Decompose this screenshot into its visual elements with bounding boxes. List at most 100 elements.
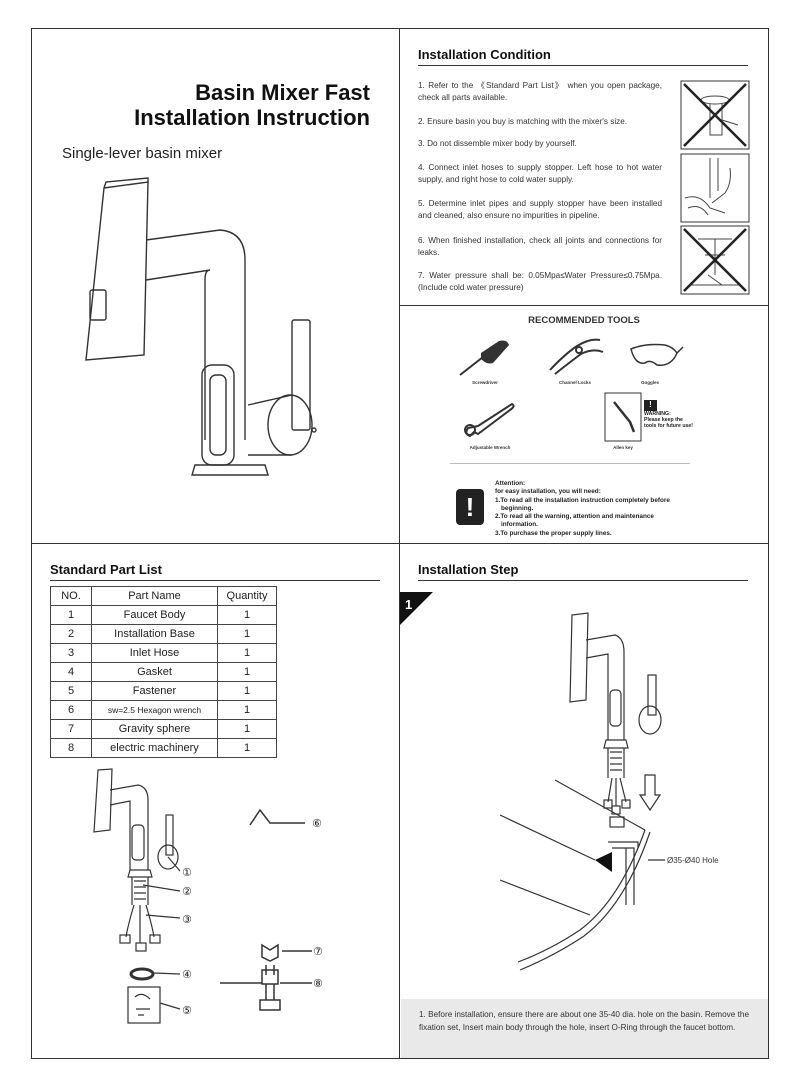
part-no: 5 — [50, 681, 92, 701]
condition-item-1: 1. Refer to the 《Standard Part List》 whe… — [418, 81, 662, 102]
step-number-badge: 1 — [400, 592, 433, 625]
part-name: Faucet Body — [91, 605, 218, 625]
part-no: 8 — [50, 738, 92, 758]
step-number: 1 — [405, 597, 412, 612]
part-quantity: 1 — [217, 643, 277, 663]
heading-underline — [418, 65, 748, 66]
warning-icon: ! — [644, 400, 657, 411]
heading-underline — [50, 580, 380, 581]
part-name: electric machinery — [91, 738, 218, 758]
hole-size-label: Ø35-Ø40 Hole — [667, 856, 719, 865]
tool-label-adjustable-wrench: Adjustable Wrench — [469, 445, 511, 450]
title-line-2: Installation Instruction — [134, 105, 370, 130]
callout-1: ① — [182, 866, 192, 879]
callout-5: ⑤ — [182, 1004, 192, 1017]
part-name: Gravity sphere — [91, 719, 218, 739]
part-no: 6 — [50, 700, 92, 720]
condition-item-3: 3. Do not dissemble mixer body by yourse… — [418, 139, 577, 148]
exploded-parts-diagram: ① ② ③ ④ ⑤ ⑥ ⑦ ⑧ — [93, 768, 323, 1024]
condition-item-7: 7. Water pressure shall be: 0.05Mpa≤Wate… — [418, 271, 662, 292]
attention-line-6: 3.To purchase the proper supply lines. — [495, 529, 612, 537]
column-header-part-name: Part Name — [91, 586, 218, 606]
attention-line-3: beginning. — [501, 504, 534, 512]
recommended-tools-heading: RECOMMENDED TOOLS — [528, 315, 640, 326]
table-header-row: NO. Part Name Quantity — [50, 586, 277, 606]
attention-title: Attention: — [495, 480, 526, 487]
tool-label-allen-key: Allen key — [613, 445, 633, 450]
tool-label-goggles: Goggles — [640, 380, 659, 385]
part-no: 3 — [50, 643, 92, 663]
callout-6: ⑥ — [312, 817, 322, 830]
divider-conditions-tools — [399, 305, 769, 306]
part-no: 2 — [50, 624, 92, 644]
column-header-no: NO. — [50, 586, 92, 606]
goggles-icon — [630, 343, 684, 366]
step-caption: 1. Before installation, ensure there are… — [419, 1010, 749, 1032]
warning-title: WARNING: — [644, 411, 671, 417]
condition-item-2: 2. Ensure basin you buy is matching with… — [418, 117, 628, 126]
part-name: Fastener — [91, 681, 218, 701]
part-name: Installation Base — [91, 624, 218, 644]
attention-line-5: information. — [501, 521, 538, 529]
hose-connection-icon — [680, 153, 750, 223]
no-disassemble-icon — [680, 80, 750, 150]
allen-key-icon — [604, 392, 642, 442]
no-hot-cold-swap-icon — [680, 225, 750, 295]
attention-icon: ! — [456, 489, 484, 525]
document-subtitle: Single-lever basin mixer — [62, 145, 223, 162]
part-no: 7 — [50, 719, 92, 739]
tool-label-channel-locks: Channel Locks — [558, 380, 591, 385]
attention-line-2: 1.To read all the installation instructi… — [495, 496, 670, 504]
part-no: 4 — [50, 662, 92, 682]
callout-4: ④ — [182, 968, 192, 981]
part-quantity: 1 — [217, 719, 277, 739]
part-quantity: 1 — [217, 662, 277, 682]
attention-line-1: for easy installation, you will need: — [495, 488, 601, 496]
part-name: sw=2.5 Hexagon wrench — [91, 700, 218, 720]
screwdriver-icon — [459, 340, 509, 376]
tool-label-screwdriver: Screwdriver — [472, 380, 498, 385]
title-line-1: Basin Mixer Fast — [195, 80, 370, 105]
adjustable-wrench-icon — [464, 402, 515, 438]
callout-7: ⑦ — [313, 945, 323, 958]
condition-item-5: 5. Determine inlet pipes and supply stop… — [418, 199, 662, 220]
heading-underline — [418, 580, 748, 581]
callout-8: ⑧ — [313, 977, 323, 990]
channel-locks-icon — [549, 338, 604, 375]
condition-item-4: 4. Connect inlet hoses to supply stopper… — [418, 163, 662, 184]
callout-2: ② — [182, 885, 192, 898]
callout-3: ③ — [182, 913, 192, 926]
part-quantity: 1 — [217, 681, 277, 701]
installation-step-heading: Installation Step — [418, 562, 519, 577]
installation-condition-heading: Installation Condition — [418, 47, 551, 62]
installation-step-diagram: Ø35-Ø40 Hole — [500, 612, 719, 971]
part-name: Inlet Hose — [91, 643, 218, 663]
attention-line-4: 2.To read all the warning, attention and… — [495, 513, 654, 521]
warning-text: Please keep the tools for future use! — [644, 417, 693, 429]
part-quantity: 1 — [217, 700, 277, 720]
part-list-heading: Standard Part List — [50, 562, 162, 577]
column-header-quantity: Quantity — [217, 586, 277, 606]
step-caption-box: 1. Before installation, ensure there are… — [401, 999, 768, 1058]
document-title: Basin Mixer Fast Installation Instructio… — [134, 80, 370, 130]
attention-block: Attention: for easy installation, you wi… — [495, 480, 695, 538]
tools-warning: WARNING: Please keep the tools for futur… — [644, 411, 694, 429]
part-quantity: 1 — [217, 624, 277, 644]
part-quantity: 1 — [217, 605, 277, 625]
divider-top-bottom — [31, 543, 769, 544]
part-name: Gasket — [91, 662, 218, 682]
tools-separator — [450, 463, 690, 464]
condition-item-6: 6. When finished installation, check all… — [418, 236, 662, 257]
faucet-illustration — [85, 177, 317, 476]
part-quantity: 1 — [217, 738, 277, 758]
part-no: 1 — [50, 605, 92, 625]
